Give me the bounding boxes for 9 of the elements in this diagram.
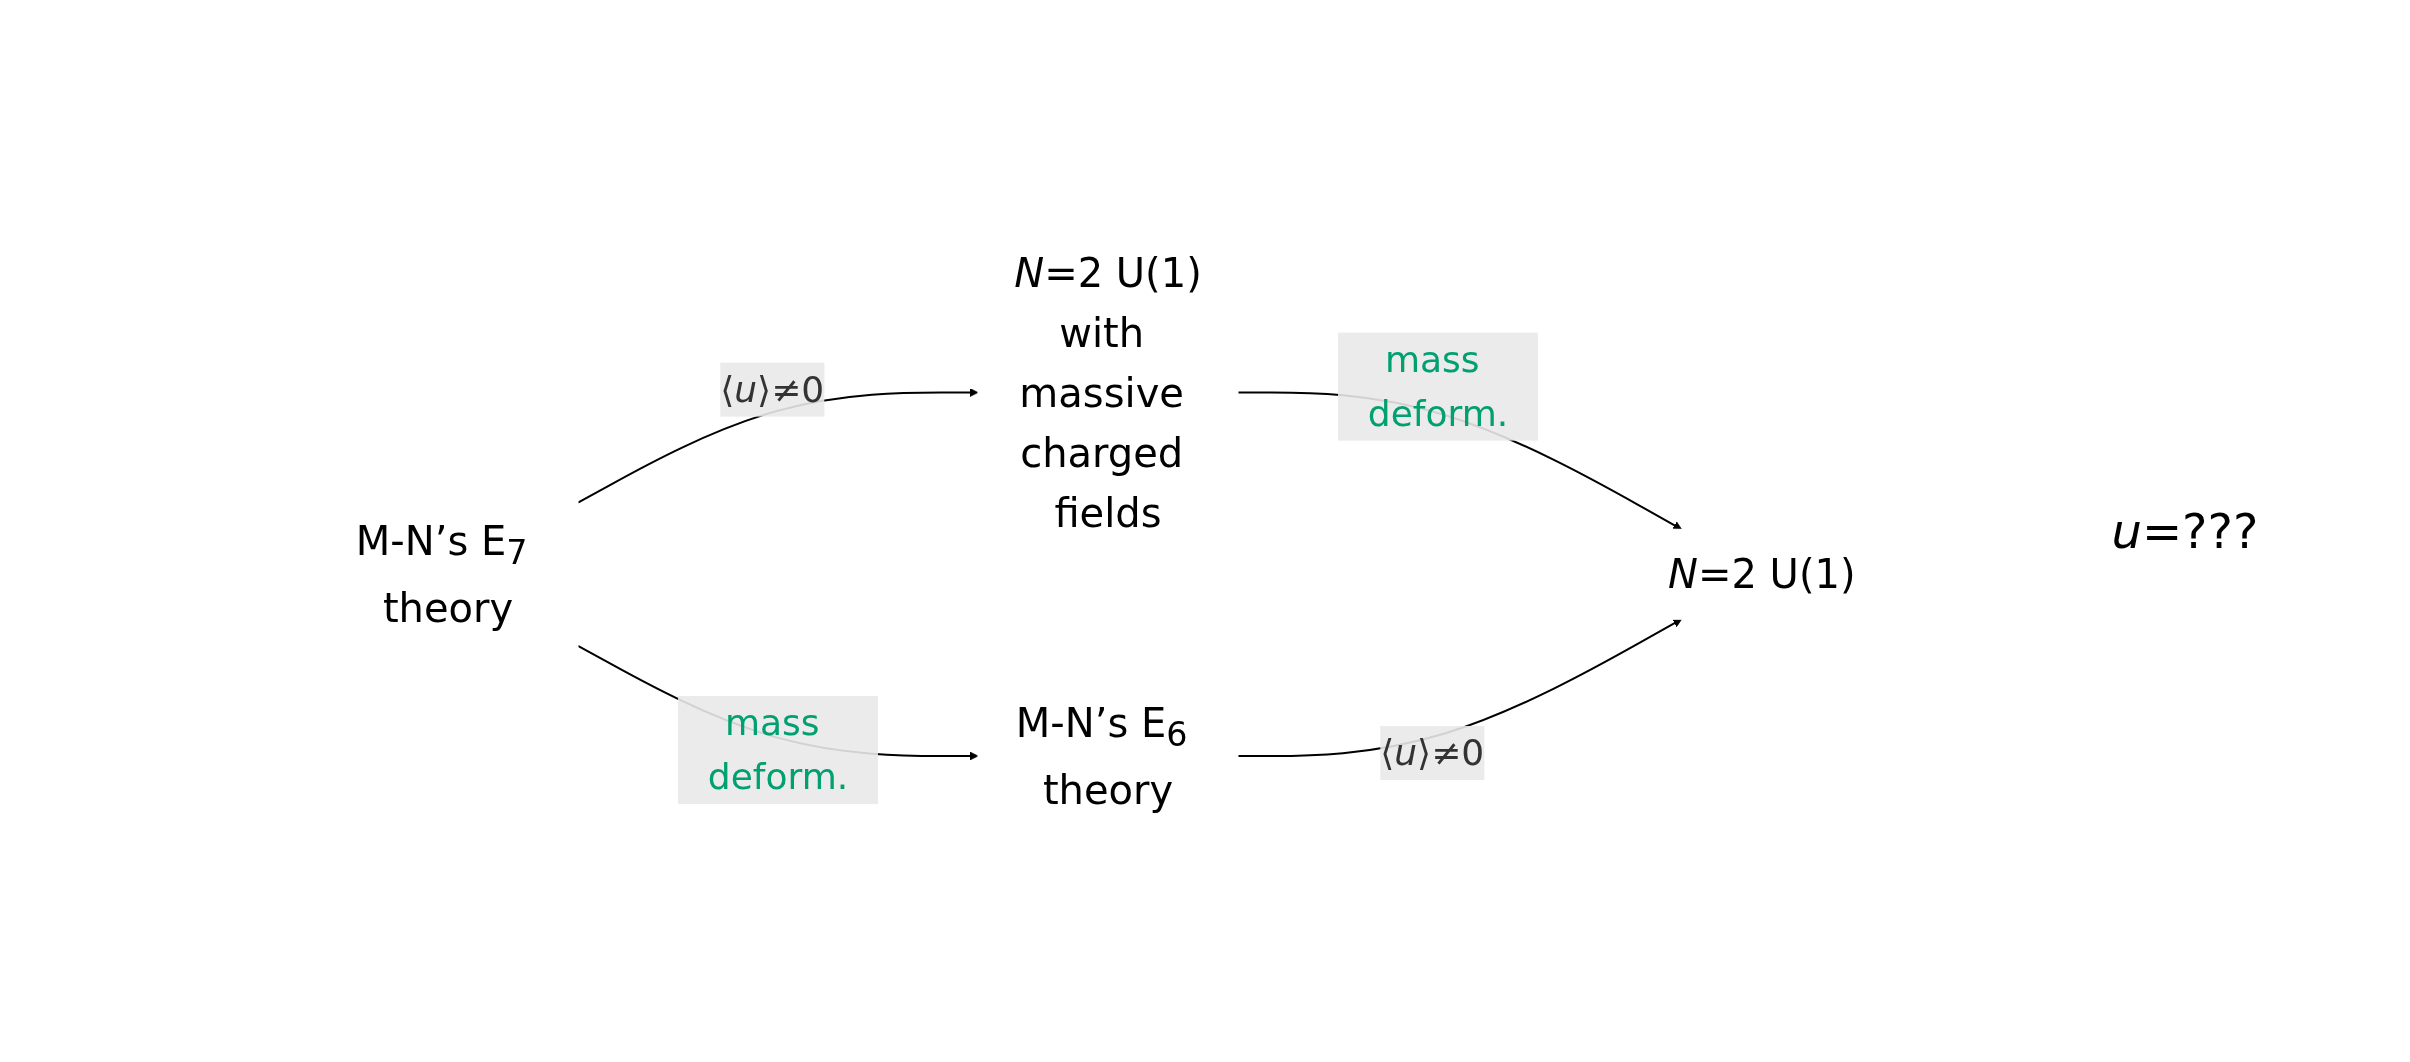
edge-label: mass deform.: [1367, 338, 1508, 434]
note-text: u=???: [2111, 503, 2259, 559]
edge-label: mass deform.: [707, 702, 848, 797]
node-text: M-N’s E$_{6}$ theory: [1015, 699, 1188, 813]
node-text: N=2 U(1): [1667, 551, 1856, 598]
edge-label: ⟨u⟩≠0: [1379, 732, 1484, 773]
node-text: M-N’s E$_{7}$ theory: [355, 517, 528, 631]
edge-label: ⟨u⟩≠0: [719, 368, 824, 410]
node-text: N=2 U(1) with massive charged fields: [1013, 249, 1202, 536]
